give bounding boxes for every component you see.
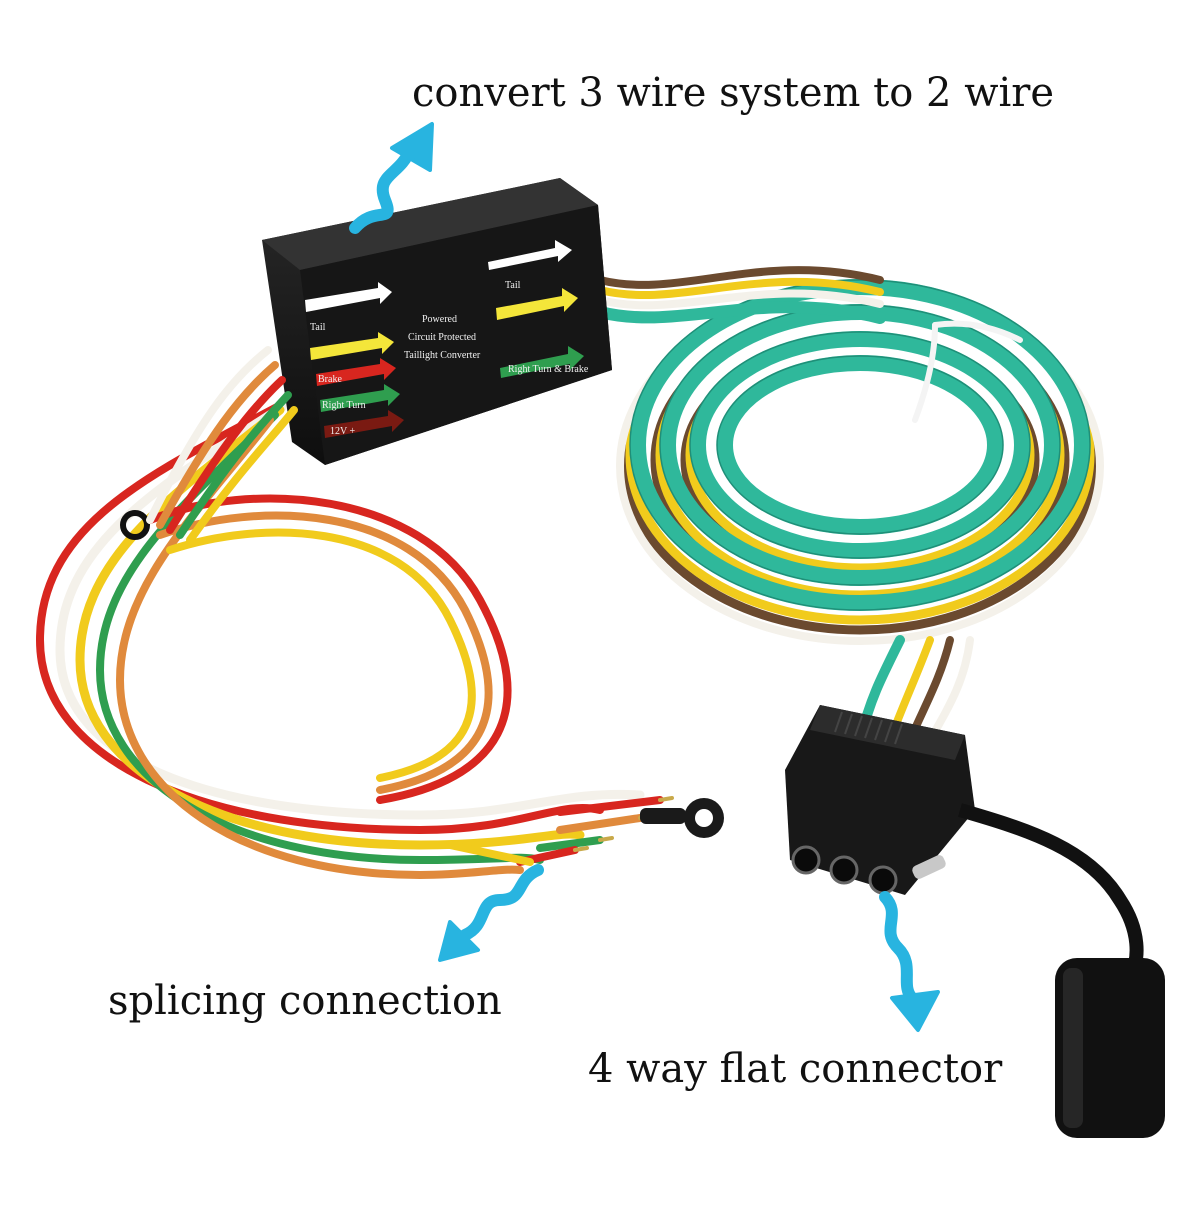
box-label-right-turn-brake: Right Turn & Brake bbox=[508, 364, 589, 375]
caption-splicing: splicing connection bbox=[108, 978, 502, 1024]
box-center-line-3: Taillight Converter bbox=[404, 350, 481, 361]
arrow-down-icon bbox=[879, 891, 940, 1032]
box-to-loop-wires bbox=[146, 346, 298, 544]
box-label-brake: Brake bbox=[318, 374, 342, 385]
four-way-flat-connector bbox=[785, 705, 1165, 1138]
caption-flat-connector: 4 way flat connector bbox=[588, 1046, 1003, 1092]
ring-terminal bbox=[640, 798, 724, 838]
squiggly-arrows bbox=[349, 122, 940, 1032]
box-center-line-2: Circuit Protected bbox=[408, 332, 476, 343]
box-face-labels: Tail Brake Right Turn 12V + Tail Right T… bbox=[305, 240, 589, 438]
wire-ends bbox=[446, 796, 674, 866]
coiled-flat-cable bbox=[616, 279, 1104, 645]
arrow-up-icon bbox=[349, 122, 434, 234]
box-label-12v: 12V + bbox=[330, 426, 356, 437]
converter-box: Tail Brake Right Turn 12V + Tail Right T… bbox=[262, 178, 612, 465]
box-label-tail-left: Tail bbox=[310, 322, 326, 333]
splicing-wire-loop bbox=[35, 396, 645, 880]
arrow-down-left-icon bbox=[438, 864, 544, 962]
box-to-coil-wires bbox=[594, 266, 886, 324]
caption-converter: convert 3 wire system to 2 wire bbox=[412, 70, 1055, 116]
box-label-right-turn: Right Turn bbox=[322, 400, 366, 411]
box-label-tail-right: Tail bbox=[505, 280, 521, 291]
box-center-line-1: Powered bbox=[422, 314, 457, 325]
